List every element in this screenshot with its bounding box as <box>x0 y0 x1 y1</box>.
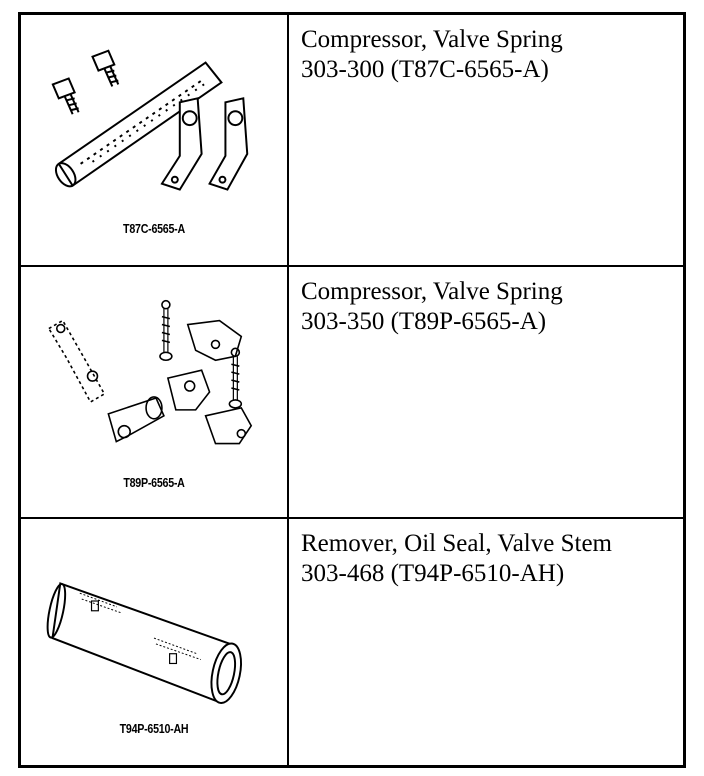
tool-number-3: 303-468 (T94P-6510-AH) <box>301 560 565 587</box>
special-tools-table: T87C-6565-A Compressor, Valve Spring 303… <box>18 12 686 768</box>
tool-title-2: Compressor, Valve Spring <box>301 278 563 305</box>
tool-title-3: Remover, Oil Seal, Valve Stem <box>301 530 612 557</box>
tool-title-1: Compressor, Valve Spring <box>301 26 563 53</box>
tool-image-code-2: T89P-6565-A <box>123 475 185 490</box>
tool-image-cell-1: T87C-6565-A <box>20 14 288 266</box>
tool-description-cell-3: Remover, Oil Seal, Valve Stem 303-468 (T… <box>288 518 684 766</box>
tool-number-2: 303-350 (T89P-6565-A) <box>301 308 547 335</box>
oil-seal-remover-illustration <box>46 582 242 704</box>
tool-number-1: 303-300 (T87C-6565-A) <box>301 56 549 83</box>
tool-description-cell-2: Compressor, Valve Spring 303-350 (T89P-6… <box>288 266 684 518</box>
valve-spring-compressor-illustration <box>51 49 249 191</box>
tool-image-code-1: T87C-6565-A <box>123 221 185 236</box>
tool-image-cell-2: T89P-6565-A <box>20 266 288 518</box>
tool-image-cell-3: T94P-6510-AH <box>20 518 288 766</box>
valve-spring-compressor-2-illustration <box>47 299 253 445</box>
tool-image-code-3: T94P-6510-AH <box>119 721 189 736</box>
tool-description-cell-1: Compressor, Valve Spring 303-300 (T87C-6… <box>288 14 684 266</box>
